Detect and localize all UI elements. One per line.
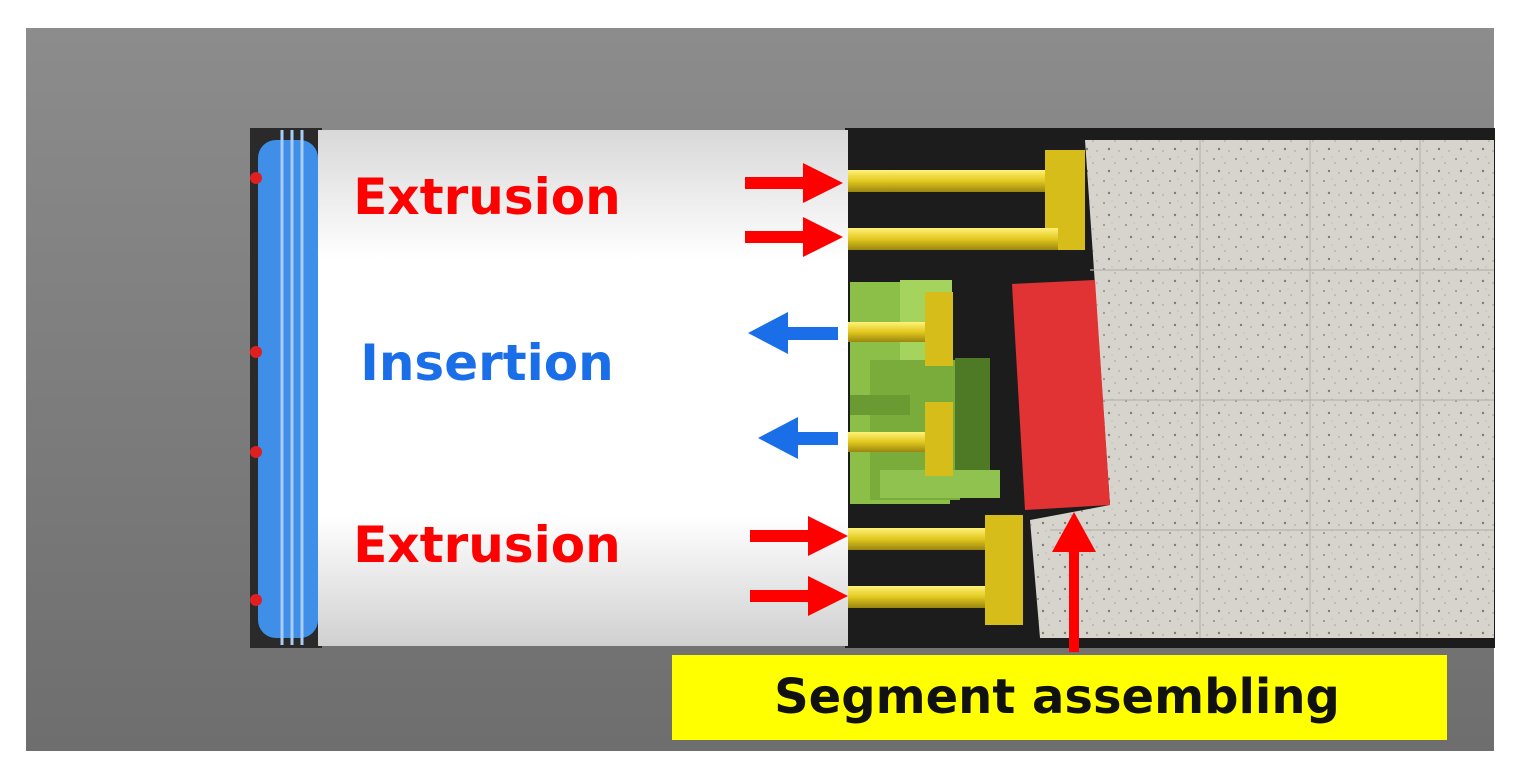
thrust-jack	[848, 170, 1058, 192]
segment-callout-arrow	[1052, 512, 1096, 652]
thrust-jack	[848, 432, 940, 452]
lining-joints	[1050, 140, 1494, 638]
extrusion-arrow-right	[745, 163, 843, 203]
extrusion-arrows-top	[745, 163, 843, 257]
label-segment-assembling: Segment assembling	[774, 669, 1340, 725]
extrusion-arrows-bottom	[750, 516, 848, 616]
thrust-jack	[848, 228, 1058, 250]
shield-body	[318, 130, 848, 646]
insertion-arrows	[748, 312, 838, 459]
insertion-arrow-left	[758, 417, 838, 459]
label-extrusion-bottom: Extrusion	[353, 516, 620, 574]
segment-block	[1012, 280, 1110, 510]
thrust-jacks	[848, 150, 1085, 625]
extrusion-arrow-right	[750, 576, 848, 616]
thrust-jack	[848, 322, 940, 342]
thrust-jack	[848, 528, 998, 550]
thrust-jack-head	[985, 515, 1023, 625]
shield-tail-ring-lines	[280, 130, 304, 645]
extrusion-arrow-right	[750, 516, 848, 556]
tail-seal-markers	[250, 172, 262, 606]
thrust-jack-head	[925, 292, 953, 366]
insertion-arrow-left	[748, 312, 838, 354]
thrust-jack-head	[925, 402, 953, 476]
thrust-jack	[848, 586, 998, 608]
label-insertion: Insertion	[360, 334, 614, 392]
shield-tail-ring	[258, 140, 318, 638]
extrusion-arrow-right	[745, 217, 843, 257]
label-extrusion-top: Extrusion	[353, 168, 620, 226]
segment-lining	[1030, 140, 1494, 638]
segment-assembling-box	[672, 655, 1447, 740]
